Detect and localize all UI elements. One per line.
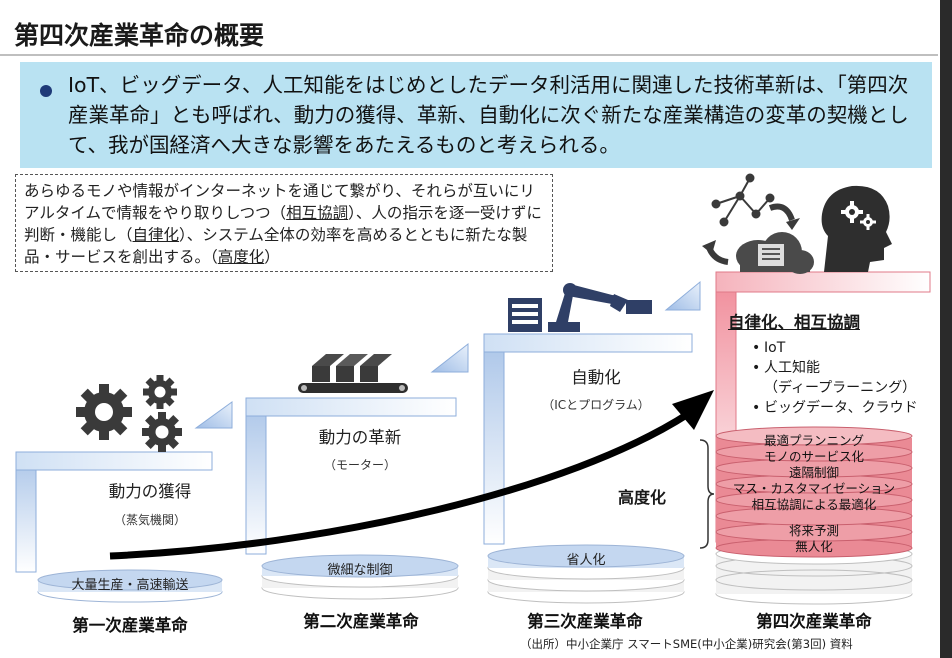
ai-brain-icon [702, 173, 892, 274]
stage-3-name: 自動化 [571, 368, 621, 387]
disc-stack-1 [37, 569, 223, 603]
layer-label: マス・カスタマイゼーション [732, 481, 896, 496]
description-text-4: ） [264, 248, 280, 266]
step-arrowhead [664, 280, 701, 311]
step-1 [15, 401, 233, 573]
term-sophistication: 高度化 [217, 248, 265, 266]
sophistication-label: 高度化 [618, 488, 667, 507]
term-autonomy: 自律化 [132, 226, 180, 244]
stage-2-name: 動力の革新 [318, 428, 402, 447]
network-icon [711, 173, 775, 227]
era-1: 第一次産業革命 [72, 616, 188, 635]
era-4: 第四次産業革命 [756, 612, 872, 631]
autonomy-item: 人工知能 [752, 358, 918, 378]
disc-stack-2 [261, 554, 459, 600]
layer-label: 遠隔制御 [788, 465, 839, 480]
era-2: 第二次産業革命 [303, 612, 419, 631]
disc-stack-3 [487, 544, 685, 604]
description-box: あらゆるモノや情報がインターネットを通じて繋がり、それらが互いにリアルタイムで情… [15, 174, 553, 272]
robot-arm-icon [508, 283, 652, 332]
stage-2-sub: （モーター） [323, 458, 396, 472]
stage-1-sub: （蒸気機関） [113, 513, 186, 527]
stage-3-sub: （ICとプログラム） [542, 398, 650, 412]
summary-text: IoT、ビッグデータ、人工知能をはじめとしたデータ利活用に関連した技術革新は、「… [68, 73, 909, 157]
step-arrowhead [430, 342, 469, 373]
gears-icon [76, 375, 182, 452]
layer-label: 将来予測 [788, 523, 839, 538]
description-text-2: ）、人の指示を逐一受けずに判断・機能し（ [24, 204, 542, 244]
stage-1-name: 動力の獲得 [108, 482, 192, 501]
layer-label: モノのサービス化 [763, 449, 864, 464]
autonomy-list: IoT 人工知能 （ディープラーニング） ビッグデータ、クラウド [752, 338, 918, 418]
autonomy-title: 自律化、相互協調 [728, 313, 860, 332]
autonomy-item: ビッグデータ、クラウド [752, 398, 918, 418]
cloud-data-icon [736, 232, 814, 274]
layer-label: 無人化 [795, 539, 833, 554]
progress-arrow [109, 390, 714, 560]
step-arrowhead [194, 401, 233, 429]
conveyor-icon [298, 354, 408, 393]
summary-box: IoT、ビッグデータ、人工知能をはじめとしたデータ利活用に関連した技術革新は、「… [20, 62, 932, 168]
step-3 [483, 280, 701, 545]
right-edge-bar [940, 0, 952, 658]
title-divider [0, 54, 938, 56]
layer-label: 最適プランニング [763, 433, 864, 448]
description-text-1: あらゆるモノや情報がインターネットを通じて繋がり、それらが互いにリアルタイムで情… [24, 182, 535, 222]
description-text-3: ）、システム全体の効率を高めるとともに新たな製品・サービスを創出する。（ [24, 226, 528, 266]
head-icon [821, 185, 892, 272]
sophistication-layers [715, 426, 913, 558]
term-mutual-coordination: 相互協調 [286, 204, 349, 222]
disc-label-1: 大量生産・高速輸送 [71, 578, 189, 593]
sophistication-brace [699, 439, 715, 549]
bullet-icon [40, 85, 52, 97]
layer-label: 相互協調による最適化 [751, 497, 877, 512]
disc-label-2: 微細な制御 [327, 563, 393, 578]
step-2 [245, 342, 469, 555]
disc-label-3: 省人化 [566, 553, 606, 568]
autonomy-item: IoT [752, 338, 918, 358]
source-note: （出所）中小企業庁 スマートSME(中小企業)研究会(第3回) 資料 [520, 637, 853, 651]
autonomy-item: （ディープラーニング） [764, 380, 917, 396]
page-title: 第四次産業革命の概要 [14, 21, 265, 50]
era-3: 第三次産業革命 [527, 612, 643, 631]
